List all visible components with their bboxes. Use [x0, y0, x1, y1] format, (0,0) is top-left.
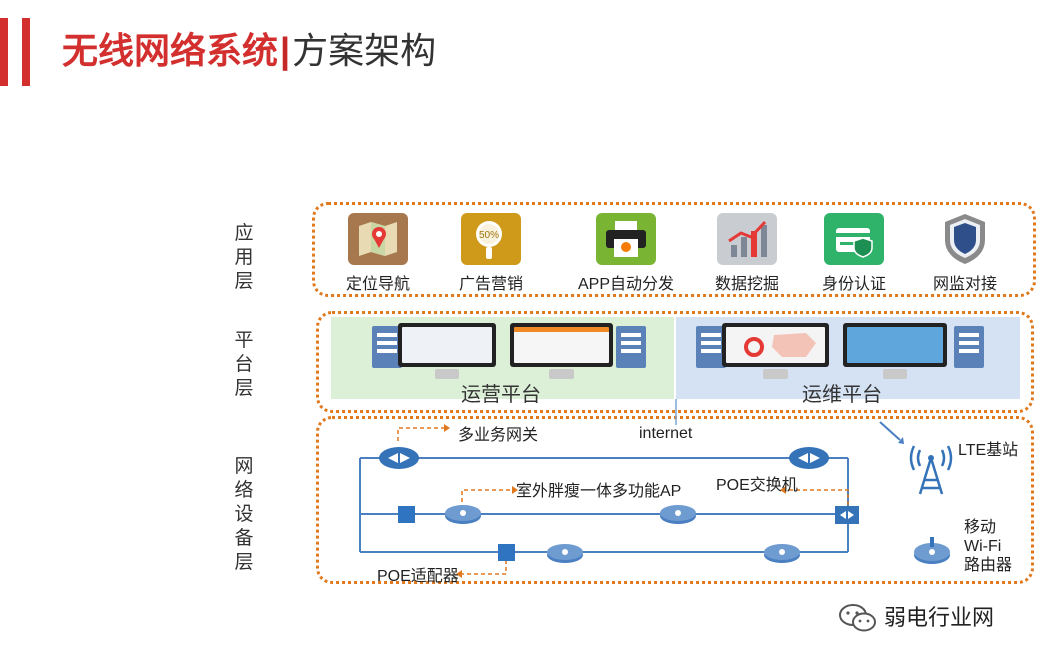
- title-accent-bar-left: [0, 18, 8, 86]
- monitor-stand: [435, 369, 459, 379]
- layer-label-char: 台: [234, 354, 254, 375]
- bar-chart-icon: [717, 213, 777, 265]
- monitor-stand: [549, 369, 574, 379]
- layer-label-char: 用: [234, 247, 254, 268]
- layer-label-platform: 平 台 层: [230, 329, 258, 401]
- printer-icon: [596, 213, 656, 265]
- app-ad-marketing: 50% 广告营销: [421, 213, 561, 295]
- wechat-icon: [839, 604, 876, 632]
- network-layer-box: [316, 416, 1034, 584]
- page-title: 无线网络系统|方案架构: [62, 26, 436, 76]
- gateway-label: 多业务网关: [458, 427, 539, 444]
- app-auto-distribution: APP自动分发: [556, 213, 696, 295]
- layer-label-char: 平: [234, 330, 254, 351]
- app-location-navigation: 定位导航: [308, 213, 448, 295]
- cloud-monitor-icon: [843, 323, 947, 381]
- server-tower-icon: [616, 326, 646, 368]
- magnifier-percent-icon: 50%: [461, 213, 521, 265]
- page-title-separator: |: [280, 30, 291, 71]
- layer-label-char: 层: [234, 378, 254, 399]
- monitor-screen-content: [402, 327, 492, 363]
- outdoor-ap-icon: [443, 502, 483, 531]
- app-label: APP自动分发: [577, 276, 675, 293]
- app-label: 定位导航: [345, 276, 410, 293]
- watermark: 弱电行业网: [838, 602, 1028, 634]
- page-title-main: 无线网络系统: [62, 30, 279, 71]
- outdoor-ap-label: 室外胖瘦一体多功能AP: [516, 483, 682, 500]
- access-point-icon: [762, 541, 802, 570]
- server-tower-icon: [372, 326, 402, 368]
- layer-label-char: 层: [234, 271, 254, 292]
- layer-label-char: 层: [234, 552, 254, 573]
- poe-adapter-label: POE适配器: [377, 568, 459, 585]
- mobile-router-label-line: 路由器: [964, 557, 1013, 574]
- poe-switch-label: POE交换机: [716, 477, 798, 494]
- internet-label: internet: [639, 425, 693, 442]
- poe-switch-icon: [834, 505, 860, 530]
- layer-label-char: 备: [234, 528, 254, 549]
- monitor-screen: [510, 323, 613, 367]
- monitor-screen-content: [726, 327, 825, 363]
- layer-label-char: 网: [234, 456, 254, 477]
- mobile-wifi-router-icon: [912, 535, 952, 572]
- poe-switch-gateway-icon: [788, 445, 830, 476]
- app-label: 网监对接: [932, 276, 997, 293]
- app-label: 身份认证: [821, 276, 886, 293]
- dashboard-monitor-icon: [398, 323, 496, 381]
- monitor-screen-content: [847, 327, 943, 363]
- lte-label: LTE基站: [958, 442, 1019, 459]
- layer-label-application: 应 用 层: [230, 222, 258, 294]
- access-point-icon: [658, 502, 698, 531]
- platform-layer-box: [316, 311, 1034, 413]
- application-layer-box: [312, 202, 1036, 297]
- poe-adapter-icon: [498, 544, 515, 561]
- layer-label-network: 网 络 设 备 层: [230, 455, 258, 575]
- layer-label-char: 络: [234, 480, 254, 501]
- server-tower-icon: [954, 326, 984, 368]
- svg-text:50%: 50%: [479, 230, 499, 241]
- app-label: 广告营销: [458, 276, 523, 293]
- maintenance-platform-label: 运维平台: [802, 384, 882, 406]
- monitor-screen-content: [514, 327, 609, 363]
- operations-platform-label: 运营平台: [461, 384, 541, 406]
- multi-service-gateway-icon: [378, 445, 420, 476]
- access-point-icon: [545, 541, 585, 570]
- monitor-stand: [762, 369, 789, 379]
- app-police-docking: 网监对接: [895, 213, 1035, 295]
- page-title-sub: 方案架构: [292, 30, 437, 71]
- poe-injector-icon: [398, 506, 415, 523]
- watermark-text: 弱电行业网: [884, 605, 995, 630]
- app-identity-auth: 身份认证: [784, 213, 924, 295]
- layer-label-char: 设: [234, 504, 254, 525]
- monitor-screen: [722, 323, 829, 367]
- monitor-stand: [882, 369, 908, 379]
- layer-label-char: 应: [234, 223, 254, 244]
- server-tower-icon: [696, 326, 726, 368]
- map-monitor-icon: [722, 323, 829, 381]
- app-label: 数据挖掘: [714, 276, 779, 293]
- mobile-router-label-line: Wi-Fi: [964, 538, 1002, 555]
- monitor-screen: [843, 323, 947, 367]
- mobile-router-label: 移动 Wi-Fi 路由器: [964, 518, 1012, 575]
- police-badge-icon: [935, 213, 995, 265]
- title-accent-bar-right: [22, 18, 30, 86]
- map-location-icon: [348, 213, 408, 265]
- monitor-screen: [398, 323, 496, 367]
- app-data-mining: 数据挖掘: [677, 213, 817, 295]
- lte-tower-icon: [906, 438, 956, 501]
- id-card-shield-icon: [824, 213, 884, 265]
- mobile-router-label-line: 移动: [964, 519, 997, 536]
- dashboard-monitor-icon: [510, 323, 613, 381]
